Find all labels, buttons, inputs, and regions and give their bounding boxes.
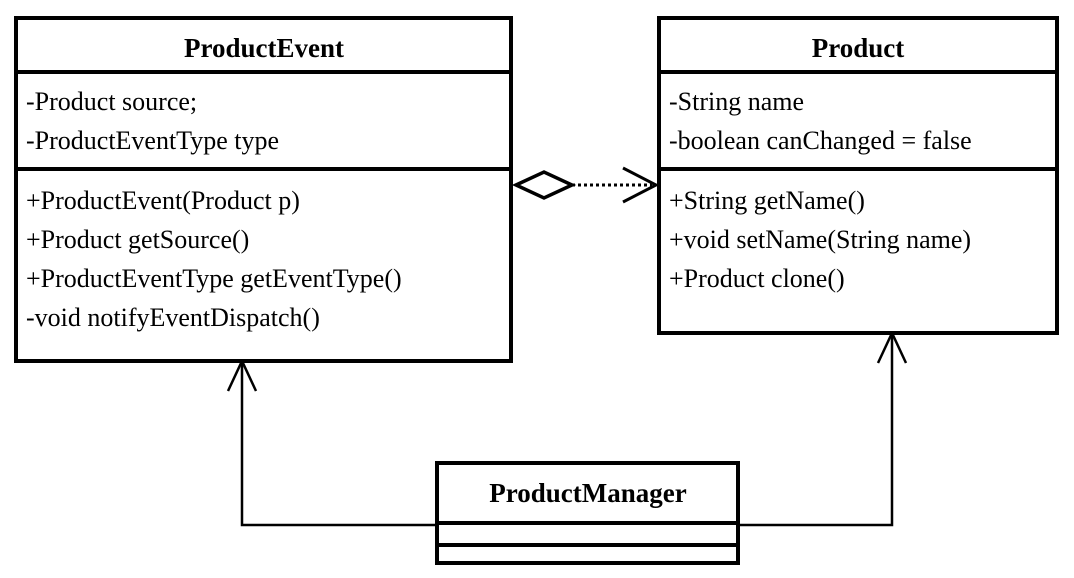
generalization-left-path	[240, 362, 435, 527]
aggregation-productevent-product[interactable]	[511, 166, 660, 204]
generalization-productmanager-product[interactable]	[740, 330, 908, 527]
product-operation: +Product clone()	[669, 264, 845, 293]
product-event-operation: +ProductEventType getEventType()	[26, 264, 402, 293]
product-attribute: -String name	[669, 87, 804, 116]
product-event-outline	[14, 16, 513, 363]
product-manager-title: ProductManager	[489, 478, 686, 508]
product-event-operation: -void notifyEventDispatch()	[26, 303, 320, 332]
product-operation: +void setName(String name)	[669, 225, 971, 254]
generalization-right-path	[740, 334, 894, 527]
product-event-attribute: -Product source;	[26, 87, 197, 116]
product-event-title: ProductEvent	[184, 33, 344, 63]
product-attribute: -boolean canChanged = false	[669, 126, 972, 155]
product-event-operation: +Product getSource()	[26, 225, 249, 254]
aggregation-open-arrowhead	[622, 166, 660, 204]
product-operation: +String getName()	[669, 186, 865, 215]
generalization-productmanager-productevent[interactable]	[226, 358, 435, 527]
class-box-product[interactable]: Product -String name -boolean canChanged…	[657, 16, 1059, 335]
product-event-attribute: -ProductEventType type	[26, 126, 279, 155]
class-box-product-event[interactable]: ProductEvent -Product source; -ProductEv…	[14, 16, 513, 363]
aggregation-hollow-diamond-icon	[511, 170, 577, 200]
class-box-product-manager[interactable]: ProductManager	[435, 461, 740, 565]
product-title: Product	[812, 33, 905, 63]
product-event-operation: +ProductEvent(Product p)	[26, 186, 300, 215]
